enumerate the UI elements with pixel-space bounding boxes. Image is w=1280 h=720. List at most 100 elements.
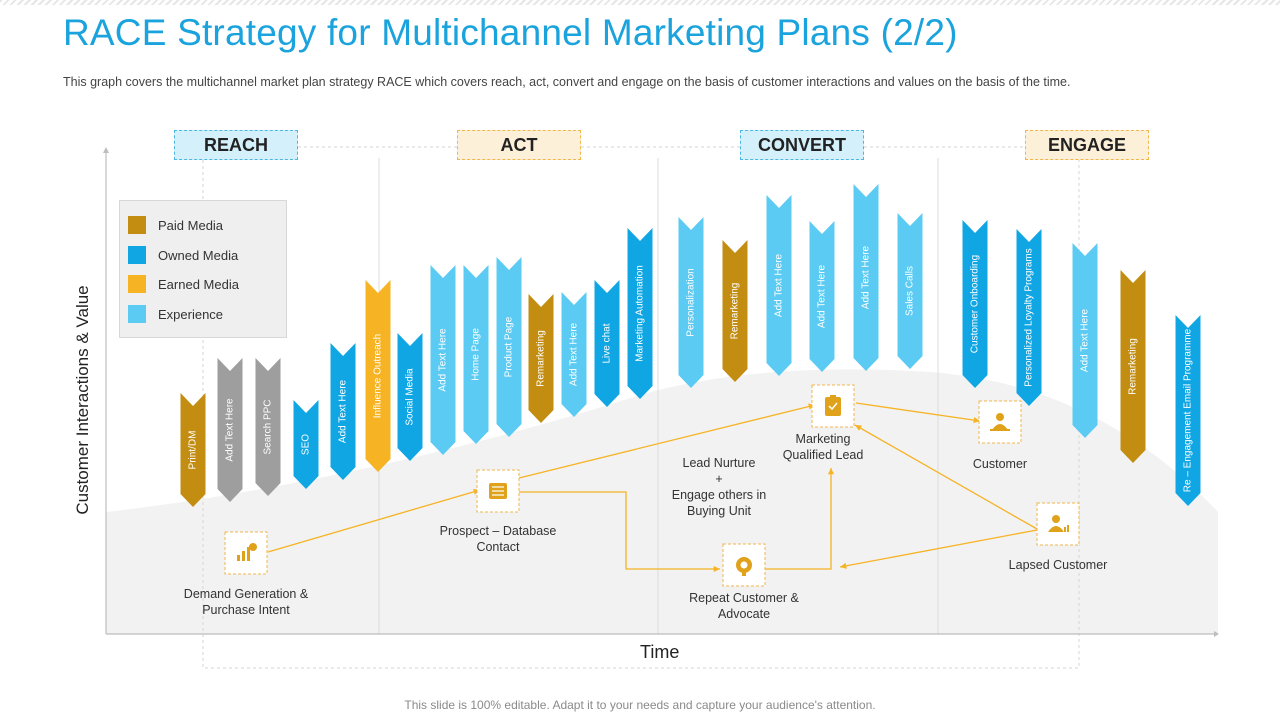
channel-arrow: Sales Calls [897,213,923,369]
channel-arrow-shape [962,220,988,388]
value-curve-area [106,369,1218,634]
node-demand-label: Demand Generation &Purchase Intent [184,586,308,618]
channel-label: Personalization [686,268,697,336]
flow-connector [855,402,981,422]
top-pattern [0,0,1280,5]
flow-arrowhead [973,417,980,424]
channel-arrow: Add Text Here [217,358,243,502]
phase-act: ACT [457,130,581,160]
channel-label: SEO [301,434,312,455]
channel-arrow-shape [496,257,522,437]
channel-label: Influence Outreach [373,334,384,419]
legend-item-owned: Owned Media [128,246,238,264]
channel-label: Add Text Here [338,379,349,443]
channel-label: Sales Calls [905,266,916,316]
flow-arrowhead [827,468,835,475]
node-label-line: Customer [972,457,1028,471]
legend-swatch [128,305,146,323]
flow-connector [765,468,832,570]
channel-arrow: Personalized Loyalty Programs [1016,229,1042,406]
channel-arrow: Print/DM [180,393,206,507]
clipboard-icon [811,384,855,428]
channel-arrow: Remarketing [528,294,554,423]
channel-arrow: Add Text Here [1072,243,1098,438]
channel-arrow: Personalization [678,217,704,388]
channel-arrow-shape [722,240,748,382]
channel-arrow-shape [180,393,206,507]
channel-label: Remarketing [730,283,741,340]
channel-arrow: Product Page [496,257,522,437]
node-repeat-label: Repeat Customer &Advocate [689,590,799,622]
channel-arrow: Add Text Here [330,343,356,480]
channel-label: Search PPC [263,399,274,454]
legend-item-paid: Paid Media [128,216,223,234]
channel-label: Add Text Here [861,245,872,309]
node-customer-label: Customer [973,456,1027,472]
channel-arrow: Search PPC [255,358,281,496]
channel-label: Product Page [504,316,515,377]
channel-arrow-shape [678,217,704,388]
channel-arrow-shape [897,213,923,369]
channel-arrow-shape [766,195,792,376]
legend-swatch [128,246,146,264]
node-label-line: Prospect – Database [439,524,557,538]
legend-label: Earned Media [158,276,239,292]
channel-arrow-shape [1175,315,1201,506]
channel-arrow-shape [330,343,356,480]
node-label-line: Lead Nurture [682,456,756,470]
channel-arrow-shape [293,400,319,489]
channel-arrow-shape [255,358,281,496]
legend-label: Experience [158,306,224,322]
node-label-line: Qualified Lead [782,448,864,462]
node-label-line: Advocate [717,607,771,621]
legend-label: Owned Media [158,247,239,263]
channel-arrow: Remarketing [722,240,748,382]
x-axis-arrow [1214,631,1219,637]
channel-label: Add Text Here [774,253,785,317]
node-label-line: Purchase Intent [202,603,290,617]
node-label-line: Marketing [795,432,851,446]
channel-label: Home Page [471,328,482,381]
legend: Paid Media Owned Media Earned Media Expe… [119,200,287,338]
channel-arrow: Re – Engagement Email Programme [1175,315,1201,506]
phase-convert: CONVERT [740,130,864,160]
legend-swatch [128,216,146,234]
phase-reach: REACH [174,130,298,160]
channel-label: Print/DM [188,431,199,470]
channel-arrow-shape [528,294,554,423]
channel-label: Add Text Here [225,398,236,462]
channel-label: Live chat [602,323,613,363]
legend-swatch [128,275,146,293]
channel-arrow-shape [397,333,423,461]
node-label-line: Buying Unit [687,504,751,518]
node-label-line: Engage others in [671,488,767,502]
channel-label: Social Media [405,368,416,426]
channel-arrow: Add Text Here [809,221,835,372]
channel-arrow-shape [217,358,243,502]
flow-connector [518,404,816,479]
channel-label: Add Text Here [438,328,449,392]
channel-arrow: Add Text Here [430,265,456,455]
channel-arrow: Add Text Here [561,292,587,417]
channel-arrow-shape [561,292,587,417]
channel-arrow-shape [853,184,879,371]
node-label-line: Lapsed Customer [1008,558,1108,572]
x-axis-label: Time [640,642,680,662]
channel-arrow-shape [365,280,391,472]
lapsed-customer-icon [1036,502,1080,546]
channel-arrow: Add Text Here [853,184,879,371]
slide-title: RACE Strategy for Multichannel Marketing… [63,12,958,53]
flow-connector [854,424,1038,530]
channel-arrow: Remarketing [1120,270,1146,463]
channel-arrow: SEO [293,400,319,489]
channel-arrow: Live chat [594,280,620,407]
y-axis-label: Customer Interactions & Value [73,285,92,515]
flow-connector [267,489,481,553]
channel-label: Re – Engagement Email Programme [1183,328,1194,492]
channel-label: Add Text Here [1080,308,1091,372]
phase-engage: ENGAGE [1025,130,1149,160]
